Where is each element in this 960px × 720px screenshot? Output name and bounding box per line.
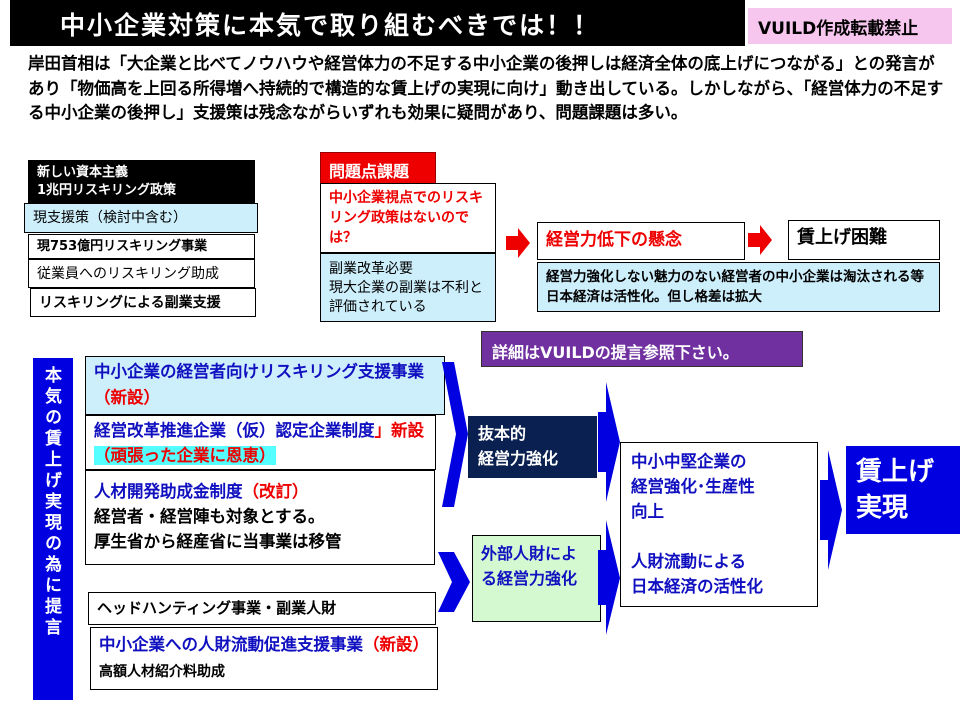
concern-note: 経営力強化しない魅力のない経営者の中小企業は淘汰される等日本経済は活性化。但し格…: [537, 262, 940, 312]
problems-header: 問題点課題: [320, 152, 436, 184]
proposal-1: 中小企業の経営者向けリスキリング支援事業（新設）: [85, 356, 445, 415]
arrow-right-icon: [598, 520, 620, 635]
arrow-right-icon: [820, 450, 842, 570]
outcome-external-talent: 外部人財による経営力強化: [472, 535, 601, 622]
problem-note: 副業改革必要 現大企業の副業は不利と評価されている: [320, 253, 496, 322]
red-arrow-icon: [748, 225, 772, 255]
page-title: 中小企業対策に本気で取り組むべきでは！！: [10, 0, 745, 46]
stack-item: 従業員へのリスキリング助成: [28, 259, 255, 288]
red-arrow-icon: [506, 228, 530, 258]
goal-box: 賃上げ 実現: [846, 446, 960, 534]
side-label: 本気の賃上げ実現の為に提言: [33, 358, 73, 700]
current-support-label: 現支援策（検討中含む）: [24, 203, 258, 233]
proposal-5: 中小企業への人財流動促進支援事業（新設） 高額人材紹介料助成: [90, 627, 438, 690]
outcome-management: 抜本的 経営力強化: [468, 416, 597, 478]
detail-link[interactable]: 詳細はVUILDの提言参照下さい。: [481, 331, 803, 367]
stack-item: リスキリングによる副業支援: [30, 288, 256, 317]
intro-paragraph: 岸田首相は「大企業と比べてノウハウや経営体力の不足する中小企業の後押しは経済全体…: [28, 54, 944, 122]
proposal-2: 経営改革推進企業（仮）認定企業制度」新設（頑張った企業に恩恵）: [85, 415, 436, 470]
chevron-icon: [438, 552, 470, 612]
stack-item: 現753億円リスキリング事業: [28, 234, 255, 259]
proposal-3: 人材開発助成金制度（改訂）経営者・経営陣も対象とする。 厚生省から経産省に当事業…: [85, 470, 435, 565]
concern-box: 経営力低下の懸念: [537, 222, 745, 260]
chevron-icon: [442, 362, 468, 507]
effects-box: 中小中堅企業の 経営強化･生産性 向上 人財流動による 日本経済の活性化: [620, 442, 818, 607]
copyright-badge: VUILD作成転載禁止: [748, 8, 952, 44]
result-box: 賃上げ困難: [788, 220, 940, 260]
proposal-4: ヘッドハンティング事業・副業人財: [88, 592, 436, 625]
policy-header: 新しい資本主義 1兆円リスキリング政策: [28, 160, 255, 203]
problem-issue: 中小企業視点でのリスキリング政策はないのでは？: [320, 183, 496, 253]
arrow-right-icon: [598, 382, 620, 502]
